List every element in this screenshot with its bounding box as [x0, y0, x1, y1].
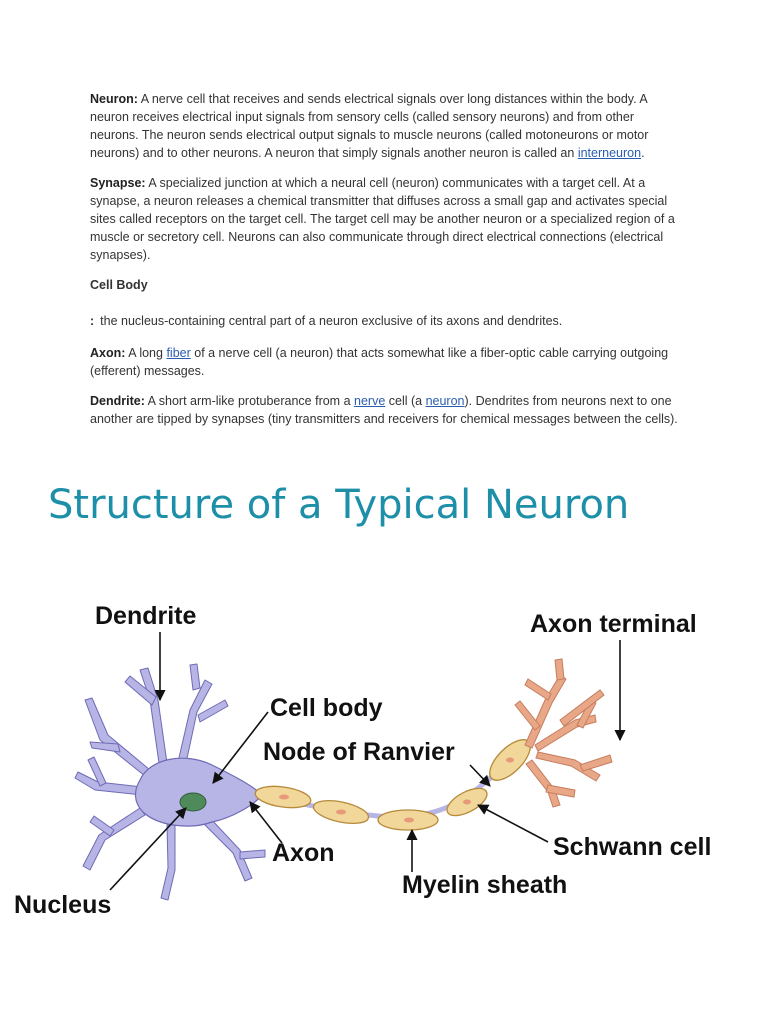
arrow-schwann-cell	[477, 804, 549, 843]
arrow-nucleus	[109, 807, 187, 891]
label-myelin-sheath: Myelin sheath	[402, 871, 567, 899]
definitions-section: Neuron: A nerve cell that receives and s…	[90, 90, 685, 440]
neuron-term: Neuron:	[90, 92, 138, 106]
dendrite-text: A short arm-like protuberance from a	[144, 394, 354, 408]
pointer-arrows	[109, 632, 626, 891]
neuron-link[interactable]: neuron	[425, 394, 465, 408]
synapse-term: Synapse:	[90, 176, 146, 190]
cell-body-shape	[134, 757, 263, 827]
arrow-node-of-ranvier	[469, 764, 491, 787]
nerve-link[interactable]: nerve	[354, 394, 386, 408]
label-node-of-ranvier: Node of Ranvier	[263, 738, 455, 766]
schwann-nuclei	[279, 757, 514, 823]
label-schwann-cell: Schwann cell	[553, 833, 711, 861]
interneuron-link[interactable]: interneuron	[577, 146, 642, 160]
cell-body-colon: :	[90, 314, 95, 328]
dendrites	[74, 663, 266, 901]
cell-body-heading: Cell Body	[90, 278, 148, 292]
synapse-definition: Synapse: A specialized junction at which…	[90, 174, 685, 264]
label-axon-terminal: Axon terminal	[530, 610, 697, 638]
nucleus-shape	[179, 792, 207, 812]
cell-body-definition: : the nucleus-containing central part of …	[90, 312, 685, 330]
label-nucleus: Nucleus	[14, 891, 111, 919]
dendrite-term: Dendrite:	[90, 394, 145, 408]
axon-term: Axon:	[90, 346, 126, 360]
dendrite-text-mid: cell (a	[385, 394, 426, 408]
axon-definition: Axon: A long fiber of a nerve cell (a ne…	[90, 344, 685, 380]
synapse-text: A specialized junction at which a neural…	[90, 176, 675, 262]
axon-text-end: of a nerve cell (a neuron) that acts som…	[90, 346, 669, 378]
neuron-diagram: Structure of a Typical Neuron	[14, 482, 711, 919]
fiber-link[interactable]: fiber	[166, 346, 191, 360]
label-dendrite: Dendrite	[95, 602, 197, 630]
dendrite-text-end: ). Dendrites from neurons next to one an…	[90, 394, 678, 426]
diagram-title: Structure of a Typical Neuron	[48, 482, 629, 528]
axon-terminal-branches	[514, 658, 613, 808]
neuron-text: A nerve cell that receives and sends ele…	[90, 92, 649, 160]
dendrite-definition: Dendrite: A short arm-like protuberance …	[90, 392, 685, 428]
neuron-definition: Neuron: A nerve cell that receives and s…	[90, 90, 685, 162]
axon-text: A long	[125, 346, 167, 360]
neuron-text-end: .	[641, 146, 645, 160]
arrow-axon	[249, 801, 283, 844]
arrow-cell-body	[212, 711, 269, 784]
label-axon: Axon	[272, 839, 335, 867]
label-cell-body: Cell body	[270, 694, 383, 722]
cell-body-text: the nucleus-containing central part of a…	[100, 314, 563, 328]
